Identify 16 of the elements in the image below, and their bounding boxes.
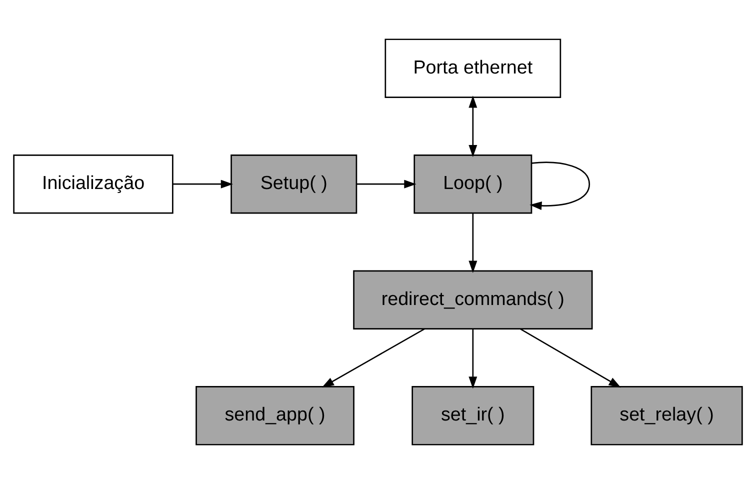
node-box: Loop( ) — [414, 154, 532, 214]
node-box: Setup( ) — [230, 154, 358, 214]
arrow — [356, 180, 416, 188]
arrow — [468, 213, 478, 273]
node-box: set_relay( ) — [590, 386, 743, 446]
node-box: Inicialização — [13, 154, 174, 214]
node-box: Porta ethernet — [384, 38, 562, 98]
node-box: set_ir( ) — [412, 386, 534, 446]
arrow — [520, 328, 621, 388]
node-box: send_app( ) — [196, 386, 354, 446]
arrow — [530, 162, 590, 210]
arrow — [173, 180, 234, 188]
node-box: redirect_commands( ) — [353, 270, 593, 330]
arrow — [322, 328, 425, 388]
arrow — [468, 96, 478, 158]
arrow — [468, 329, 478, 389]
